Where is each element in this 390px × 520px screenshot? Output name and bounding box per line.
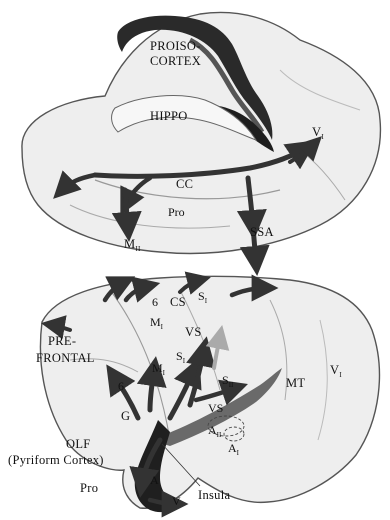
- label-pro-lateral: Pro: [80, 481, 98, 495]
- label-prefrontal-line1: PRE-: [48, 334, 76, 348]
- label-proisocortex-line1: PROISO-: [150, 39, 201, 53]
- label-g: G: [121, 409, 130, 423]
- label-insula: Insula: [198, 488, 230, 502]
- label-a: A: [150, 473, 159, 487]
- label-vs-lower: VS: [208, 401, 223, 415]
- arrow-to-m2: [125, 190, 128, 228]
- label-6-mid: 6: [118, 379, 124, 393]
- label-cc: CC: [176, 177, 193, 191]
- medial-brain-view: PROISO- CORTEX HIPPO CC Pro SSA MII VI: [22, 12, 381, 262]
- label-prefrontal-line2: FRONTAL: [36, 351, 95, 365]
- label-6-top: 6: [152, 295, 158, 309]
- label-v-bottom: V: [172, 494, 181, 508]
- lateral-brain-view: 6 MI CS SI PRE- FRONTAL VS SI 6 MI SII M…: [8, 276, 379, 512]
- label-hippo: HIPPO: [150, 109, 188, 123]
- label-ssa: SSA: [250, 225, 274, 239]
- label-olf: OLF: [66, 437, 91, 451]
- label-cs: CS: [170, 295, 186, 309]
- label-pyriform-cortex: (Pyriform Cortex): [8, 453, 104, 467]
- label-mt: MT: [286, 376, 305, 390]
- label-proisocortex-line2: CORTEX: [150, 54, 201, 68]
- label-pro-medial: Pro: [168, 205, 185, 219]
- lateral-brain-outline: [40, 276, 379, 508]
- label-vs-upper: VS: [185, 325, 202, 339]
